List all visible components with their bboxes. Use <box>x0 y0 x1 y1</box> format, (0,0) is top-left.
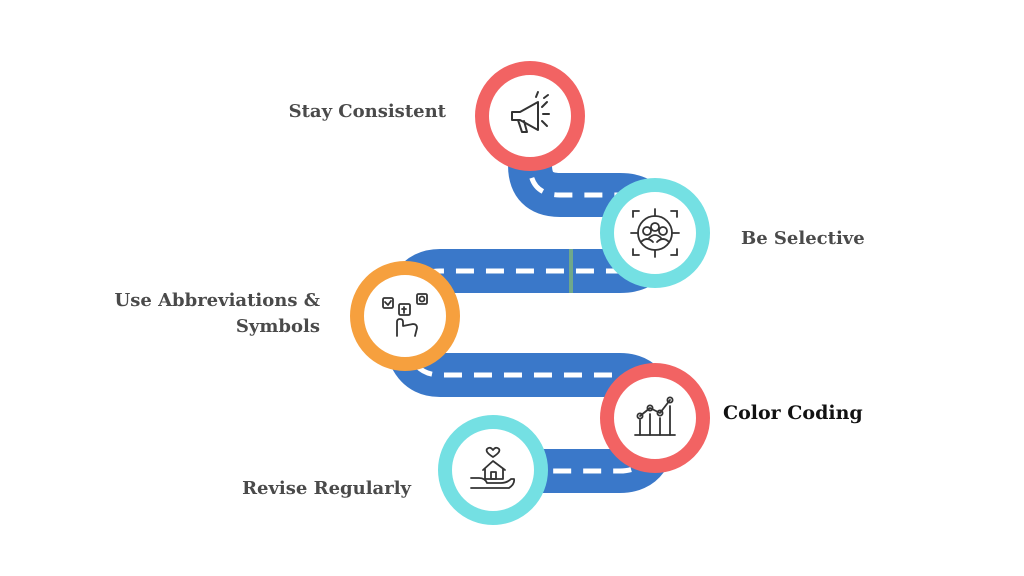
step-label-revise-regularly: Revise Regularly <box>242 478 411 499</box>
step-label-use-abbreviations: Use Abbreviations & Symbols <box>115 288 320 340</box>
step-ring <box>600 363 710 473</box>
target-audience-icon <box>630 208 680 258</box>
home-hand-heart-icon <box>470 446 516 489</box>
growth-chart-icon <box>634 396 676 436</box>
step-ring <box>438 415 548 525</box>
step-ring <box>350 261 460 371</box>
step-ring <box>475 61 585 171</box>
megaphone-icon <box>511 91 550 133</box>
step-label-color-coding: Color Coding <box>723 402 863 424</box>
step-be-selective <box>600 178 710 288</box>
road-marker <box>569 249 573 293</box>
step-label-line: Symbols <box>235 316 320 337</box>
social-media-hand-icon <box>382 293 428 337</box>
step-label-be-selective: Be Selective <box>741 228 865 249</box>
step-stay-consistent <box>475 61 585 171</box>
step-revise-regularly <box>438 415 548 525</box>
step-abbreviations <box>350 261 460 371</box>
step-color-coding <box>600 363 710 473</box>
step-label-stay-consistent: Stay Consistent <box>288 101 446 122</box>
step-ring <box>600 178 710 288</box>
step-label-line: Use Abbreviations & <box>114 290 320 311</box>
